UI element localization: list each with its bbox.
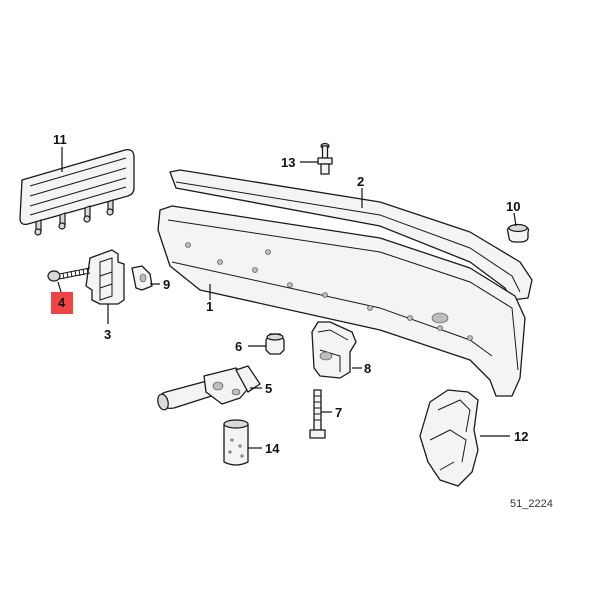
callout-2: 2 [357,174,364,189]
part-7-bolt [309,389,326,439]
part-13-bolt [317,142,333,175]
part-8-mount [311,321,357,379]
part-6-nut [265,333,285,355]
part-4-screw [47,267,91,282]
part-14-tube [223,419,249,466]
part-3-bracket [85,249,125,305]
callout-9: 9 [163,277,170,292]
reference-code: 51_2224 [510,498,553,510]
part-2-bumper-strip [169,169,533,301]
callout-8: 8 [364,361,371,376]
callout-5: 5 [265,381,272,396]
part-12-side-bracket [419,389,479,487]
part-10-cap [506,223,530,243]
callout-3: 3 [104,327,111,342]
callout-14: 14 [265,441,280,456]
callout-4: 4 [58,295,66,310]
callout-4-highlight [51,292,73,314]
part-9-clip [131,265,153,291]
callout-10: 10 [506,199,520,214]
part-1-bumper-carrier [157,205,526,397]
leader-10 [513,212,517,227]
callout-6: 6 [235,339,242,354]
part-5-absorber [157,365,261,411]
callout-12: 12 [514,429,528,444]
leader-4 [57,281,62,293]
callout-13: 13 [281,155,295,170]
part-11-grille [19,148,135,236]
callout-7: 7 [335,405,342,420]
callout-11: 11 [53,132,67,147]
callout-1: 1 [206,299,213,314]
